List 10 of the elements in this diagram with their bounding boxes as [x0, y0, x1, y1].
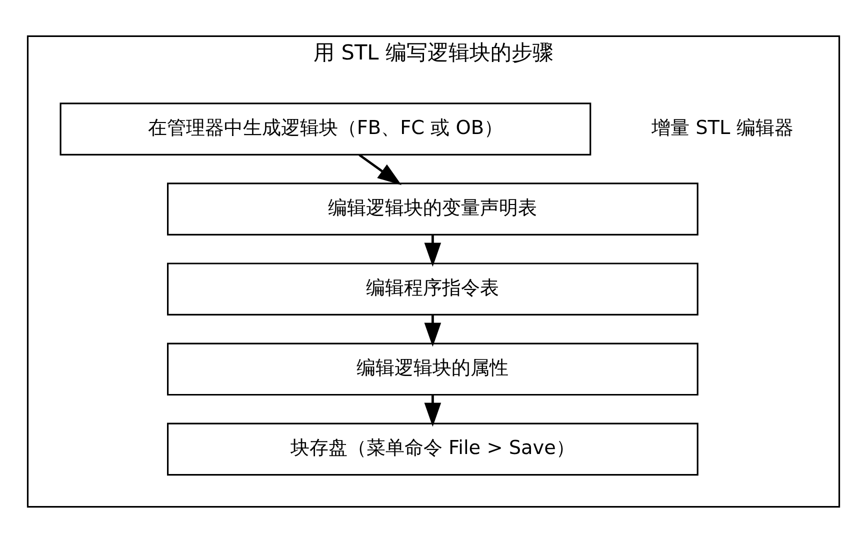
node-box: 编辑逻辑块的变量声明表	[167, 182, 698, 236]
arrow	[424, 315, 442, 347]
arrow	[424, 235, 442, 267]
node-box: 在管理器中生成逻辑块（FB、FC 或 OB）	[60, 102, 592, 156]
arrow	[424, 395, 442, 427]
label: 增量 STL 编辑器	[652, 116, 794, 140]
node-box: 编辑程序指令表	[167, 262, 698, 316]
node-box: 块存盘（菜单命令 File > Save）	[167, 422, 698, 476]
node-box: 编辑逻辑块的属性	[167, 342, 698, 396]
arrow	[358, 154, 402, 186]
